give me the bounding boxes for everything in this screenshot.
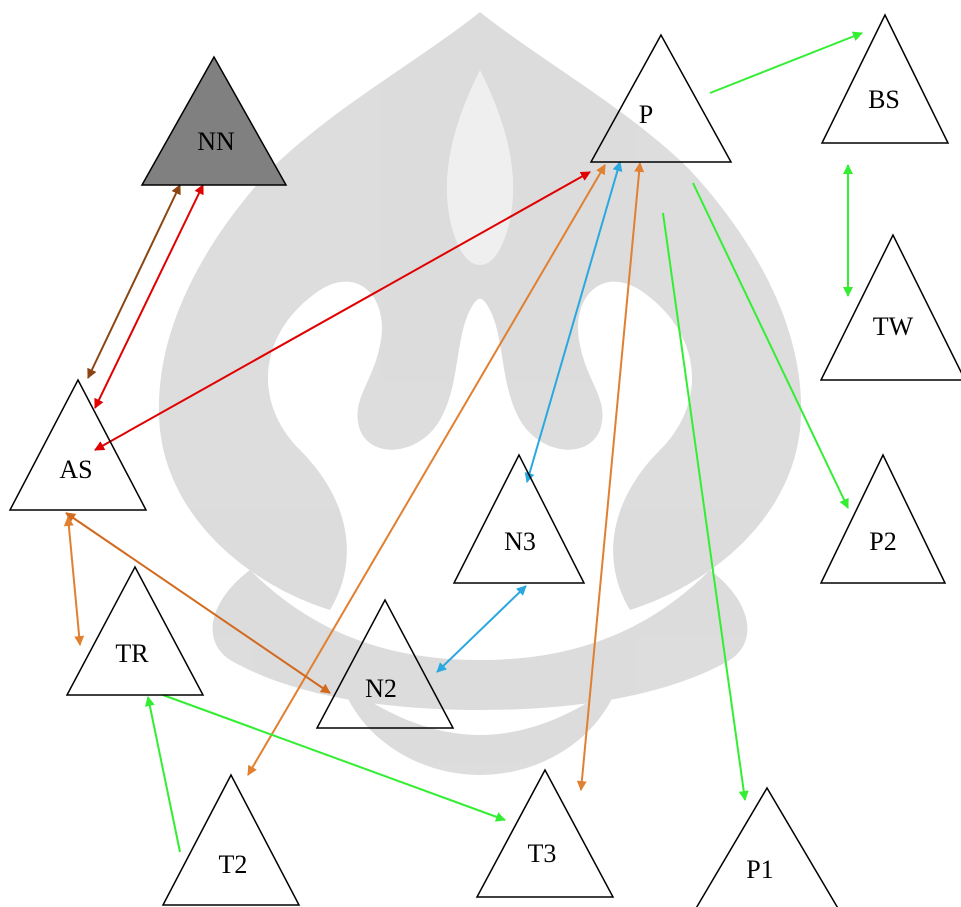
- edge-as-nn: [87, 184, 181, 379]
- node-t2: T2: [161, 773, 301, 906]
- edges-layer: [63, 31, 863, 853]
- node-triangle-p2: [819, 453, 947, 584]
- node-label-bs: BS: [868, 85, 900, 114]
- node-label-as: AS: [59, 455, 92, 484]
- node-label-tr: TR: [115, 639, 149, 668]
- node-label-t2: T2: [219, 850, 248, 879]
- node-bs: BS: [820, 13, 950, 144]
- node-as: AS: [8, 378, 148, 511]
- node-n2: N2: [315, 598, 455, 729]
- edge-p-bs: [709, 31, 863, 94]
- edge-p-p2: [692, 182, 849, 509]
- node-label-t3: T3: [528, 839, 557, 868]
- node-triangle-n2: [315, 598, 455, 729]
- node-n3: N3: [452, 453, 586, 584]
- node-triangle-n3: [452, 453, 586, 584]
- node-label-n2: N2: [365, 674, 397, 703]
- node-triangle-bs: [820, 13, 950, 144]
- node-label-p2: P2: [869, 527, 896, 556]
- node-label-n3: N3: [504, 527, 536, 556]
- edge-tr-t3: [162, 694, 506, 822]
- node-triangle-p1: [695, 786, 839, 907]
- node-t3: T3: [475, 768, 615, 898]
- edge-as-tr: [63, 516, 85, 646]
- node-p2: P2: [819, 453, 947, 584]
- node-triangle-as: [8, 378, 148, 511]
- node-tw: TW: [819, 233, 961, 381]
- edge-as-n2: [65, 512, 331, 694]
- node-p1: P1: [695, 786, 839, 907]
- node-label-p1: P1: [746, 855, 773, 884]
- edge-n3-n2: [436, 585, 527, 673]
- node-triangle-t3: [475, 768, 615, 898]
- node-nn: NN: [140, 55, 288, 186]
- node-tr: TR: [65, 565, 205, 696]
- edge-p-p1: [662, 212, 749, 801]
- node-triangle-p: [589, 33, 733, 163]
- node-triangle-t2: [161, 773, 301, 906]
- edge-p-t3: [576, 162, 645, 791]
- node-label-tw: TW: [873, 312, 914, 341]
- node-label-nn: NN: [197, 127, 235, 156]
- node-label-p: P: [639, 100, 653, 129]
- edge-t2-tr: [144, 696, 181, 853]
- node-p: P: [589, 33, 733, 163]
- node-triangle-tr: [65, 565, 205, 696]
- node-triangle-tw: [819, 233, 961, 381]
- node-triangle-nn: [140, 55, 288, 186]
